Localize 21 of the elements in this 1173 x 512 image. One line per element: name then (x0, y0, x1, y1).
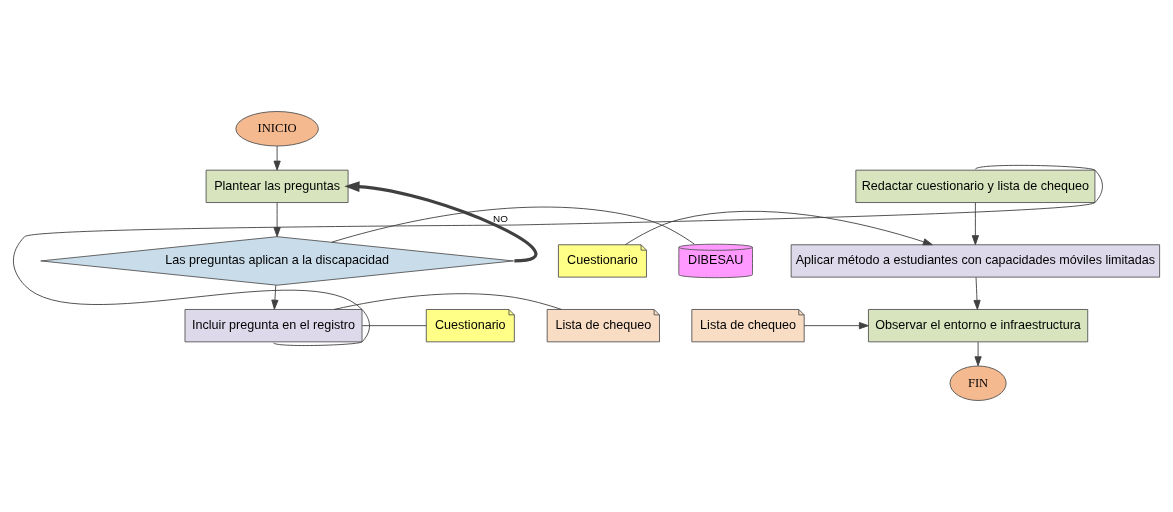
arrow (271, 284, 279, 310)
node-diamond: Las preguntas aplican a la discapacidad (40, 236, 514, 286)
arrow (273, 202, 281, 238)
connector (331, 206, 695, 245)
arrow (971, 202, 979, 246)
node-box: Plantear las preguntas (205, 169, 349, 203)
arrow (624, 210, 933, 246)
arrow (344, 181, 537, 263)
node-box: Redactar cuestionario y lista de chequeo (855, 169, 1096, 203)
arrow (974, 341, 982, 367)
edge-label: NO (493, 213, 508, 225)
node-box: Aplicar método a estudiantes con capacidades móviles limitadas (790, 244, 1161, 278)
arrow (803, 322, 869, 330)
connector (333, 293, 562, 310)
arrow (973, 276, 981, 310)
connector (361, 325, 427, 327)
node-ellipse: INICIO (235, 111, 319, 147)
node-box: Incluir pregunta en el registro (184, 309, 363, 343)
node-ellipse: FIN (949, 365, 1007, 401)
arrow (273, 145, 281, 171)
node-box: Observar el entorno e infraestructura (868, 309, 1089, 343)
